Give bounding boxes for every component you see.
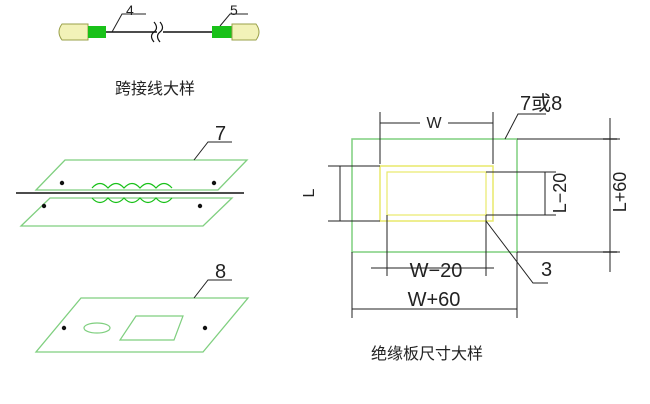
plate8-hole xyxy=(83,322,111,334)
leader-4 xyxy=(111,13,146,33)
plate7-bolt xyxy=(41,203,47,209)
label-8: 8 xyxy=(215,261,226,283)
break-symbol xyxy=(150,21,164,43)
plate8-outline xyxy=(34,297,250,353)
label-L-20: L−20 xyxy=(550,173,570,214)
plate7-clamp-lower xyxy=(91,197,173,204)
label-5: 5 xyxy=(230,2,238,18)
plate7-bolt xyxy=(211,180,217,186)
label-7or8: 7或8 xyxy=(520,92,562,115)
jumper-title: 跨接线大样 xyxy=(115,79,195,98)
right-green-clamp xyxy=(212,26,232,38)
plate7-bottom xyxy=(19,197,234,227)
plate7-detail: 7 xyxy=(16,123,249,227)
window-outline-inner xyxy=(386,171,487,216)
plate8-detail: 8 xyxy=(34,261,250,353)
label-7: 7 xyxy=(215,123,226,145)
plate8-bolt xyxy=(202,325,208,331)
plate-dimension-detail: W 7或8 L L−20 L+60 W−20 3 W+60 xyxy=(301,92,630,363)
label-W: W xyxy=(426,115,442,132)
leader-3 xyxy=(485,220,548,284)
plate-outline xyxy=(351,138,518,253)
plate-dimension-title: 绝缘板尺寸大样 xyxy=(371,344,483,363)
left-green-clamp xyxy=(88,26,106,38)
plate7-clamp-upper xyxy=(91,182,173,189)
label-3: 3 xyxy=(541,259,552,281)
label-L+60: L+60 xyxy=(610,172,630,213)
label-W-20: W−20 xyxy=(410,260,463,282)
plate8-window xyxy=(118,315,184,341)
plate8-bolt xyxy=(61,325,67,331)
label-4: 4 xyxy=(126,2,134,18)
plate7-bolt xyxy=(197,203,203,209)
plate7-top xyxy=(34,159,249,191)
left-wire-end xyxy=(58,23,89,41)
plate7-bolt xyxy=(59,180,65,186)
leader-7or8 xyxy=(504,113,546,140)
jumper-detail: 4 5 跨接线大样 xyxy=(58,2,260,98)
label-L: L xyxy=(301,188,318,197)
leader-7 xyxy=(193,141,232,161)
window-outline-outer xyxy=(379,165,494,222)
leader-8 xyxy=(193,279,232,299)
right-wire-end xyxy=(231,23,260,41)
label-W+60: W+60 xyxy=(408,289,461,311)
leader-5 xyxy=(219,13,248,27)
